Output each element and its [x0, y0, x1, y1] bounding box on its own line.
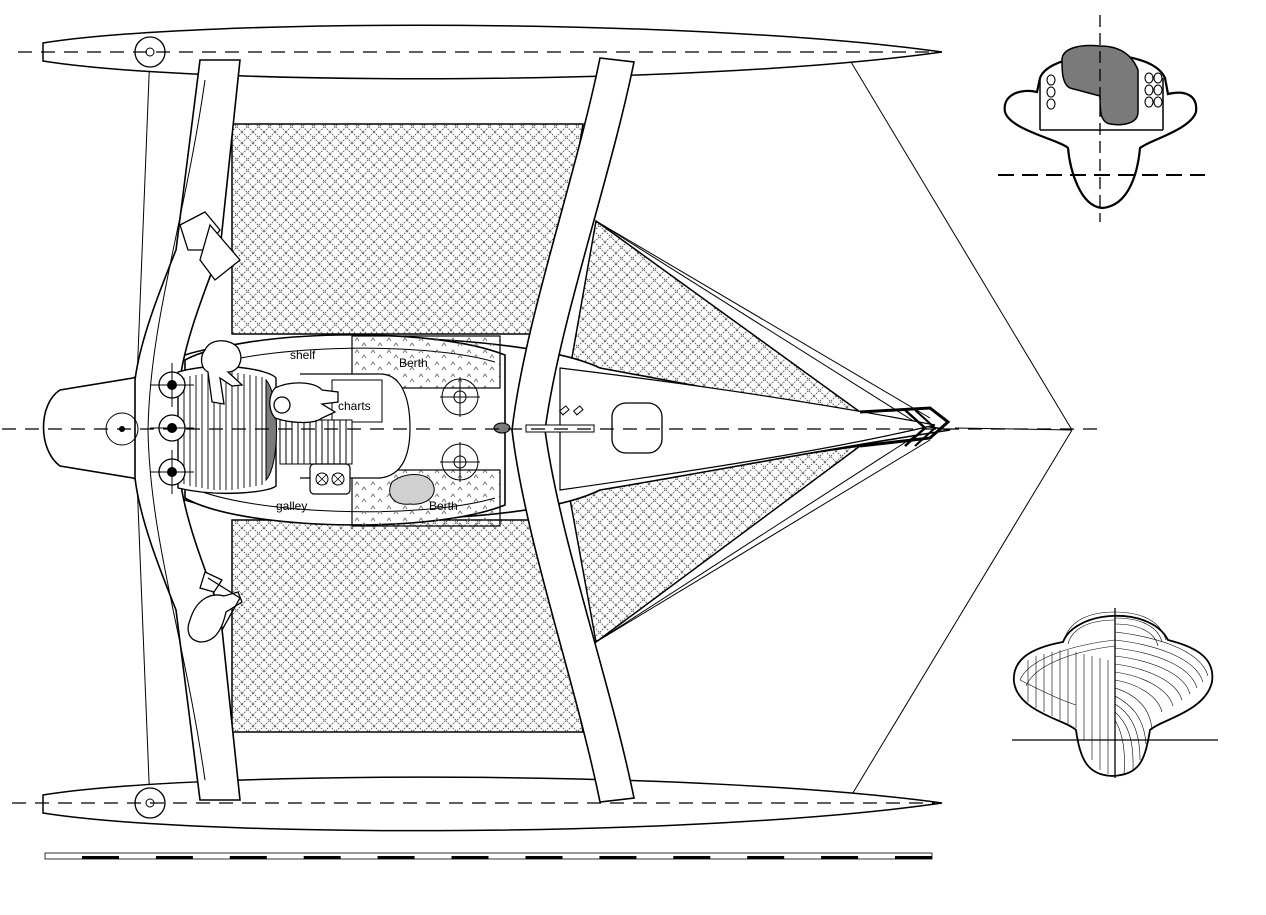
scale-bar-segment [747, 856, 785, 859]
trampoline-nets [231, 123, 863, 733]
hull-body-plan [1012, 608, 1218, 778]
main-net-lower [231, 519, 584, 733]
winch-icon [150, 414, 194, 442]
label-berth-upper: Berth [399, 356, 428, 370]
stove-icon [309, 463, 351, 495]
winch-icon [150, 450, 194, 494]
cabin-labels: shelf Berth charts galley Berth [276, 348, 458, 513]
label-galley: galley [276, 499, 307, 513]
cabin-interior [177, 334, 663, 527]
companionway-steps [279, 419, 353, 465]
stern-steering [105, 363, 194, 494]
main-net-upper [231, 123, 584, 335]
person-figure-icon [269, 382, 339, 424]
winch-icon [440, 442, 480, 482]
helm-seat-upper [179, 211, 241, 281]
person-figure-icon [200, 340, 244, 405]
scale-bar-segment [673, 856, 711, 859]
hull-cross-section [998, 15, 1205, 222]
lower-float [42, 776, 943, 832]
scale-bar-segment [82, 856, 119, 859]
scale-bar-segment [821, 856, 859, 859]
winch-icon [440, 377, 480, 417]
mast-step [493, 422, 511, 434]
person-figure-icon [187, 571, 243, 643]
label-berth-lower: Berth [429, 499, 458, 513]
scale-bar-segment [895, 856, 932, 859]
aft-crossbeam-inner-rail [147, 79, 206, 781]
rigging-lines [134, 51, 1073, 807]
centerlines [2, 51, 1105, 804]
scale-bar-segment [525, 856, 563, 859]
scale-bar-segment [303, 856, 341, 859]
outrigger-floats [42, 24, 943, 832]
winch-icon [150, 363, 194, 407]
deck-cleats [558, 405, 584, 416]
scale-bar-segment [229, 856, 267, 859]
scale-bar-segment [599, 856, 637, 859]
scale-bar-segment [377, 856, 415, 859]
helm-seat-lower [207, 577, 241, 631]
scale-bar [44, 852, 933, 860]
sink-outline [389, 474, 435, 505]
label-shelf: shelf [290, 348, 316, 362]
forward-hatch-icon [611, 402, 663, 454]
scale-bar-segment [155, 856, 193, 859]
label-charts: charts [338, 399, 371, 413]
upper-float [42, 24, 943, 80]
scale-bar-segment [451, 856, 489, 859]
body-plan-outline [1013, 614, 1214, 777]
